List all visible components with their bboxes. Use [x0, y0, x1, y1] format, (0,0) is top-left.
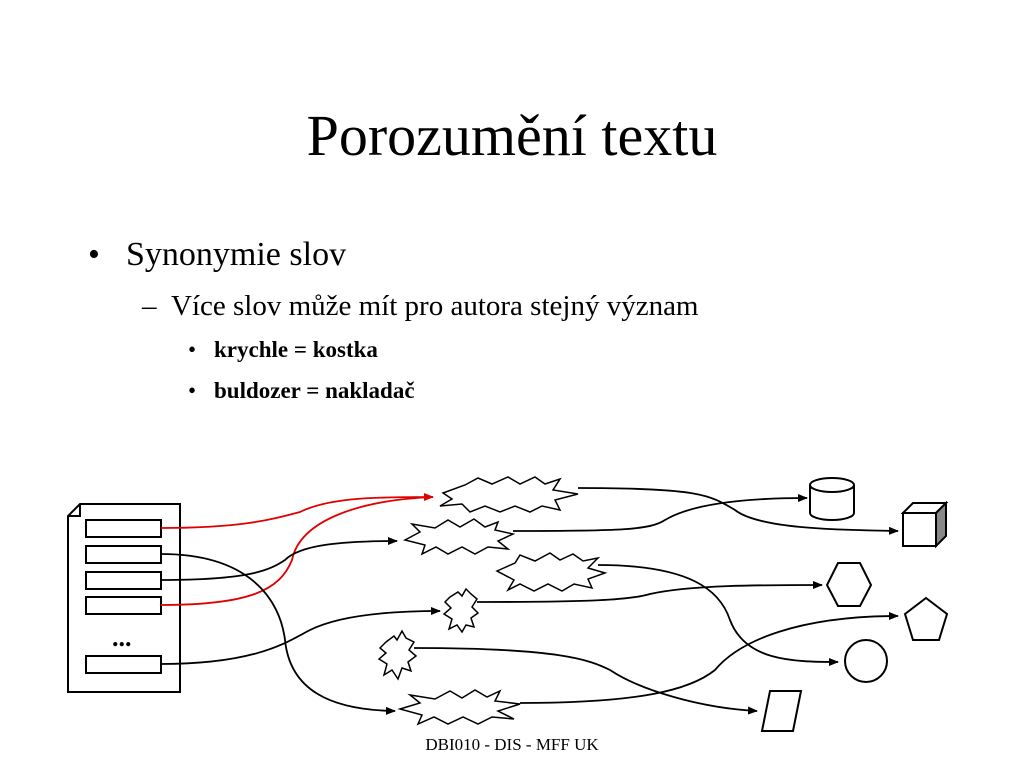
bullet-mark: • — [188, 337, 197, 362]
cylinder-shape — [809, 477, 855, 521]
bullet-text: Synonymie slov — [126, 236, 347, 273]
hexagon-shape — [825, 562, 873, 607]
term-burst — [442, 587, 480, 634]
document-line — [85, 655, 162, 674]
term-burst — [495, 552, 608, 592]
circle-shape — [844, 639, 888, 683]
term-burst — [402, 518, 516, 556]
link-line — [160, 553, 396, 715]
document-line — [85, 519, 162, 538]
cube-shape — [900, 500, 949, 549]
link-line — [577, 487, 899, 535]
bullet-text: krychle = kostka — [214, 337, 378, 362]
link-line — [160, 493, 434, 529]
dash-mark: – — [142, 290, 157, 322]
bullet-mark: • — [188, 378, 197, 403]
bullet-mark: • — [88, 236, 100, 273]
bullet-level-3: • krychle = kostka — [188, 336, 378, 364]
link-line — [519, 612, 899, 704]
link-line — [597, 564, 839, 666]
link-line — [160, 607, 441, 665]
bullet-level-3: • buldozer = nakladač — [188, 377, 415, 405]
link-line — [413, 647, 758, 715]
bullet-text: Více slov může mít pro autora stejný výz… — [171, 290, 699, 322]
term-burst — [397, 689, 521, 726]
link-line — [160, 537, 398, 581]
document-line — [85, 571, 162, 590]
link-line — [512, 494, 808, 532]
document-line — [85, 545, 162, 564]
link-line — [160, 496, 434, 606]
document-ellipsis: ... — [112, 623, 132, 652]
slide-title: Porozumění textu — [306, 103, 718, 168]
slide-footer: DBI010 - DIS - MFF UK — [425, 735, 599, 754]
pentagon-shape — [903, 596, 949, 641]
bullet-level-1: • Synonymie slov — [88, 233, 346, 277]
bullet-level-2: –Více slov může mít pro autora stejný vý… — [142, 288, 699, 324]
link-line — [476, 581, 823, 603]
term-burst — [377, 629, 418, 681]
term-burst — [439, 476, 579, 513]
bullet-text: buldozer = nakladač — [214, 378, 415, 403]
document-line — [85, 596, 162, 615]
parallelogram-shape — [760, 690, 803, 732]
